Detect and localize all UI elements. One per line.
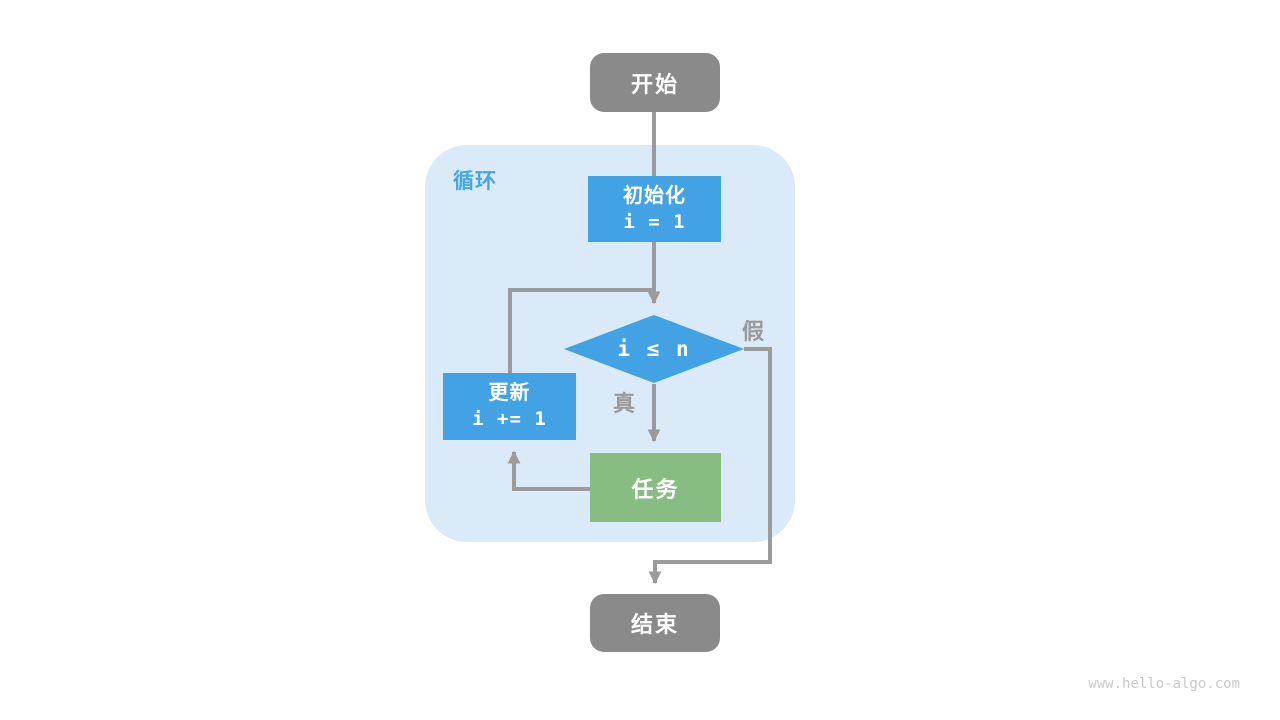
false-branch-label: 假: [742, 319, 765, 344]
watermark: www.hello-algo.com: [1088, 676, 1240, 692]
task-node: 任务: [590, 453, 721, 522]
condition-label: i ≤ n: [617, 337, 691, 361]
update-node-code: i += 1: [472, 408, 547, 431]
end-node: 结束: [590, 594, 720, 652]
end-node-label: 结束: [630, 612, 679, 637]
init-node: 初始化 i = 1: [588, 176, 721, 242]
init-node-code: i = 1: [623, 210, 686, 233]
start-node: 开始: [590, 53, 720, 112]
update-node-title: 更新: [488, 382, 531, 405]
update-node: 更新 i += 1: [443, 373, 576, 440]
start-node-label: 开始: [630, 71, 679, 97]
task-node-label: 任务: [631, 476, 680, 502]
true-branch-label: 真: [613, 391, 636, 416]
loop-label: 循环: [453, 170, 497, 193]
init-node-title: 初始化: [623, 184, 686, 207]
